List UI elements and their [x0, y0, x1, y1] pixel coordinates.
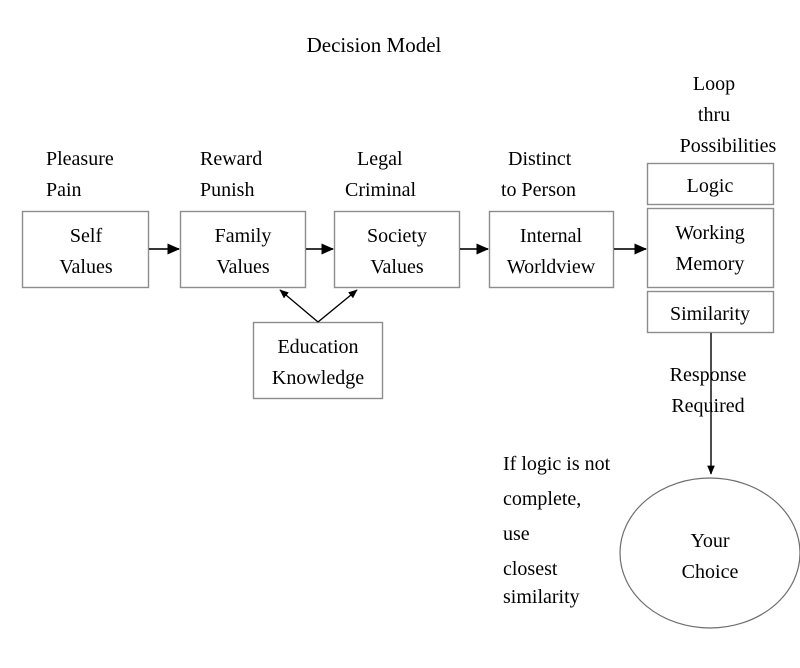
- annotation-if-logic-note: If logic is not complete, use closest si…: [503, 453, 611, 608]
- box-internal-worldview[interactable]: Internal Worldview: [488, 210, 615, 289]
- label-legal-criminal: Legal Criminal: [345, 148, 417, 201]
- box-similarity[interactable]: Similarity: [646, 290, 775, 334]
- box-outline: [21, 210, 150, 289]
- label-line: to Person: [501, 179, 576, 201]
- box-line: Internal: [520, 225, 583, 247]
- box-outline: [333, 210, 461, 289]
- box-line: Values: [370, 256, 424, 278]
- box-line: Memory: [676, 253, 745, 275]
- label-line: Possibilities: [680, 135, 777, 157]
- label-line: thru: [698, 104, 730, 126]
- annotation-line: If logic is not: [503, 453, 611, 475]
- box-line: Worldview: [507, 256, 596, 278]
- label-line: Reward: [200, 148, 262, 170]
- box-self-values[interactable]: Self Values: [21, 210, 150, 289]
- box-line: Similarity: [670, 303, 750, 325]
- annotation-line: similarity: [503, 586, 580, 608]
- annotation-line: Required: [671, 395, 744, 417]
- page-title: Decision Model: [307, 33, 442, 57]
- box-line: Knowledge: [272, 367, 364, 389]
- box-outline: [179, 210, 307, 289]
- label-distinct-to-person: Distinct to Person: [501, 148, 576, 201]
- box-line: Logic: [687, 175, 734, 197]
- annotation-line: complete,: [503, 488, 581, 510]
- box-line: Society: [367, 225, 427, 247]
- arrow-education-to-society: [317, 289, 358, 323]
- annotation-line: closest: [503, 558, 558, 580]
- label-line: Pain: [46, 179, 82, 201]
- box-line: Working: [675, 222, 745, 244]
- box-family-values[interactable]: Family Values: [179, 210, 307, 289]
- ellipse-line: Choice: [682, 561, 739, 583]
- box-line: Self: [70, 225, 103, 247]
- annotation-response-required: Response Required: [670, 364, 747, 417]
- box-outline: [646, 290, 775, 334]
- arrow-education-to-family: [279, 289, 319, 323]
- label-line: Criminal: [345, 179, 417, 201]
- box-society-values[interactable]: Society Values: [333, 210, 461, 289]
- box-outline: [646, 162, 775, 206]
- box-working-memory[interactable]: Working Memory: [646, 207, 775, 289]
- label-line: Punish: [200, 179, 254, 201]
- box-line: Values: [216, 256, 270, 278]
- label-loop-thru-possibilities: Loop thru Possibilities: [680, 73, 777, 157]
- label-reward-punish: Reward Punish: [200, 148, 262, 201]
- annotation-line: Response: [670, 364, 747, 386]
- box-line: Family: [215, 225, 272, 247]
- annotation-line: use: [503, 523, 530, 545]
- box-outline: [488, 210, 615, 289]
- box-outline: [252, 321, 384, 400]
- box-line: Values: [59, 256, 113, 278]
- ellipse-line: Your: [690, 530, 729, 552]
- box-outline: [646, 207, 775, 289]
- box-logic[interactable]: Logic: [646, 162, 775, 206]
- node-your-choice[interactable]: Your Choice: [619, 477, 800, 629]
- box-education-knowledge[interactable]: Education Knowledge: [252, 321, 384, 400]
- label-pleasure-pain: Pleasure Pain: [46, 148, 114, 201]
- label-line: Pleasure: [46, 148, 114, 170]
- label-line: Legal: [357, 148, 403, 170]
- ellipse-outline: [619, 477, 800, 629]
- label-line: Distinct: [508, 148, 572, 170]
- box-line: Education: [277, 336, 358, 358]
- label-line: Loop: [693, 73, 735, 95]
